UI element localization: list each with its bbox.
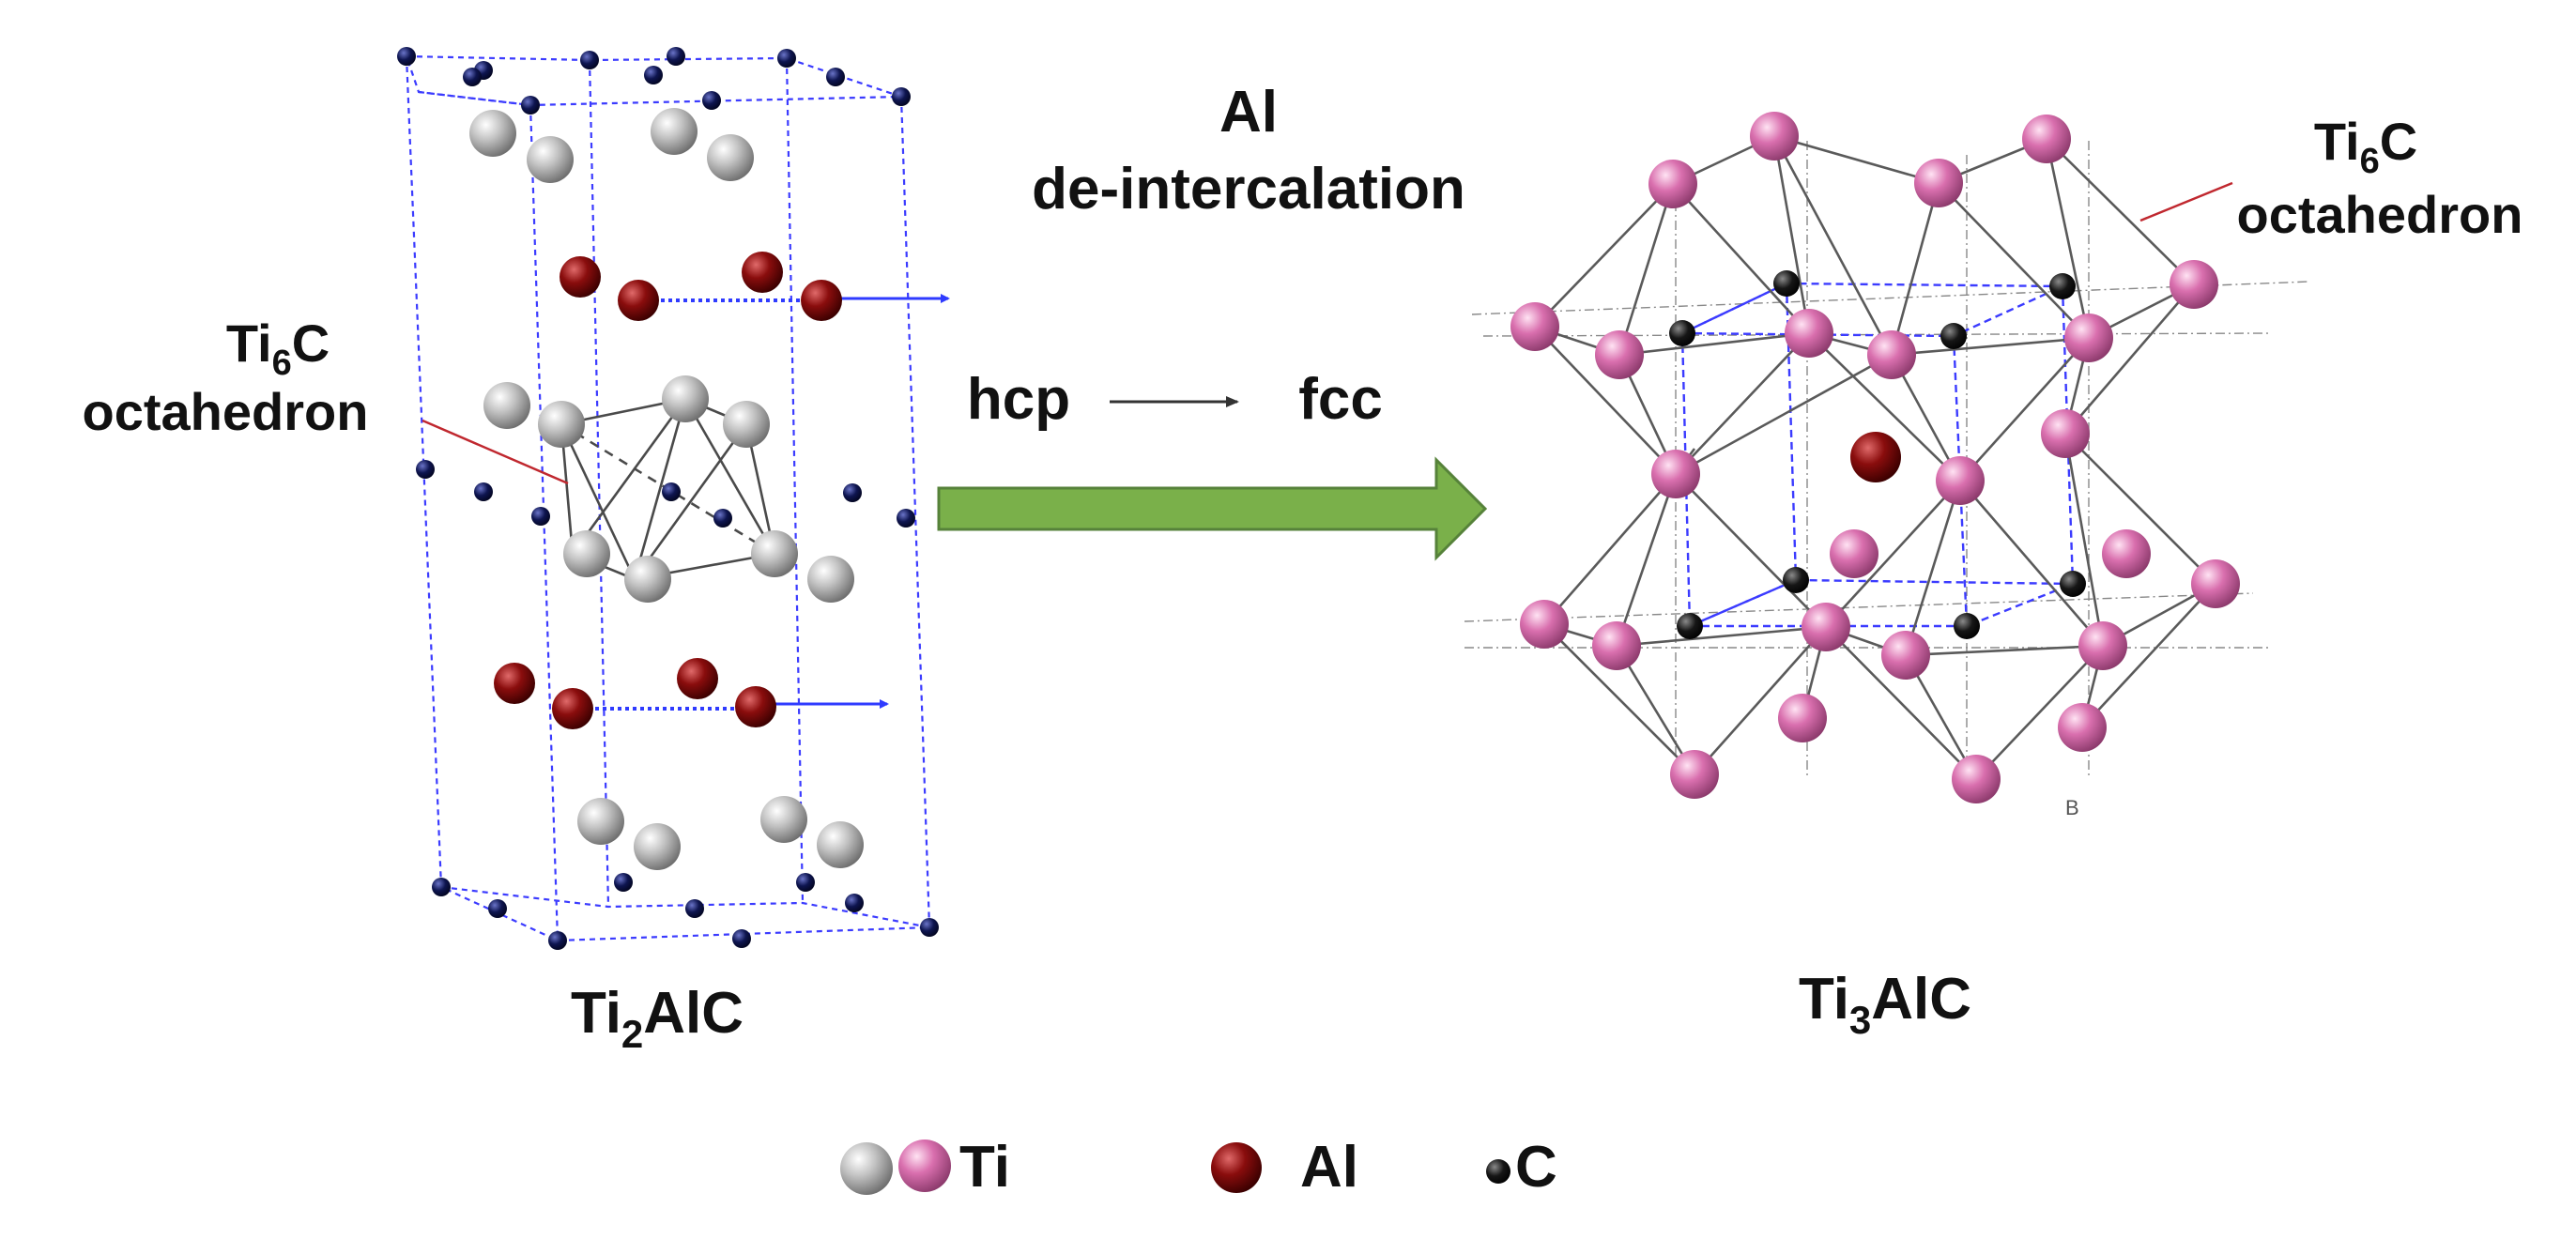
legend-ti-pink-icon [898,1140,951,1192]
process-annotation: Al de-intercalation hcp fcc [937,80,1488,561]
ti3alc-structure: B Ti6C octahedron Ti3AlC [1464,112,2522,1042]
phase-from-label: hcp [967,367,1070,432]
ti2alc-octahedron-label-line2: octahedron [83,382,369,441]
legend: Ti Al C [840,1135,1557,1200]
phase-to-label: fcc [1298,367,1383,432]
ti2alc-c-atoms [397,47,939,950]
ti3alc-ti-atoms [1510,112,2240,803]
ti3alc-octahedron-label-line2: octahedron [2237,185,2523,244]
legend-al-label: Al [1300,1135,1358,1200]
legend-ti-gray-icon [840,1142,893,1195]
ti2alc-ti-atoms [469,108,864,870]
ti2alc-structure: Ti6C octahedron Ti2AlC [83,47,950,1056]
ti3alc-title: Ti3AlC [1799,967,1971,1042]
legend-c-icon [1486,1159,1510,1184]
ti3alc-al-atom [1850,432,1901,482]
ti2alc-octahedron-label: Ti6C [226,314,330,383]
legend-c-label: C [1515,1135,1557,1200]
ti3alc-octahedron-label: Ti6C [2314,112,2417,181]
transformation-arrow [937,456,1488,561]
ti2alc-al-atoms [494,252,842,729]
legend-al-icon [1211,1142,1262,1193]
ti3alc-c-atoms [1669,270,2086,639]
ti3alc-octahedron-leader [2139,181,2233,222]
ti2alc-title: Ti2AlC [571,981,744,1056]
ti2alc-octahedron-leader [422,419,569,485]
process-title-line1: Al [1219,80,1278,145]
ti3alc-corner-mark: B [2065,796,2079,819]
legend-ti-label: Ti [959,1135,1010,1200]
process-title-line2: de-intercalation [1032,157,1465,222]
